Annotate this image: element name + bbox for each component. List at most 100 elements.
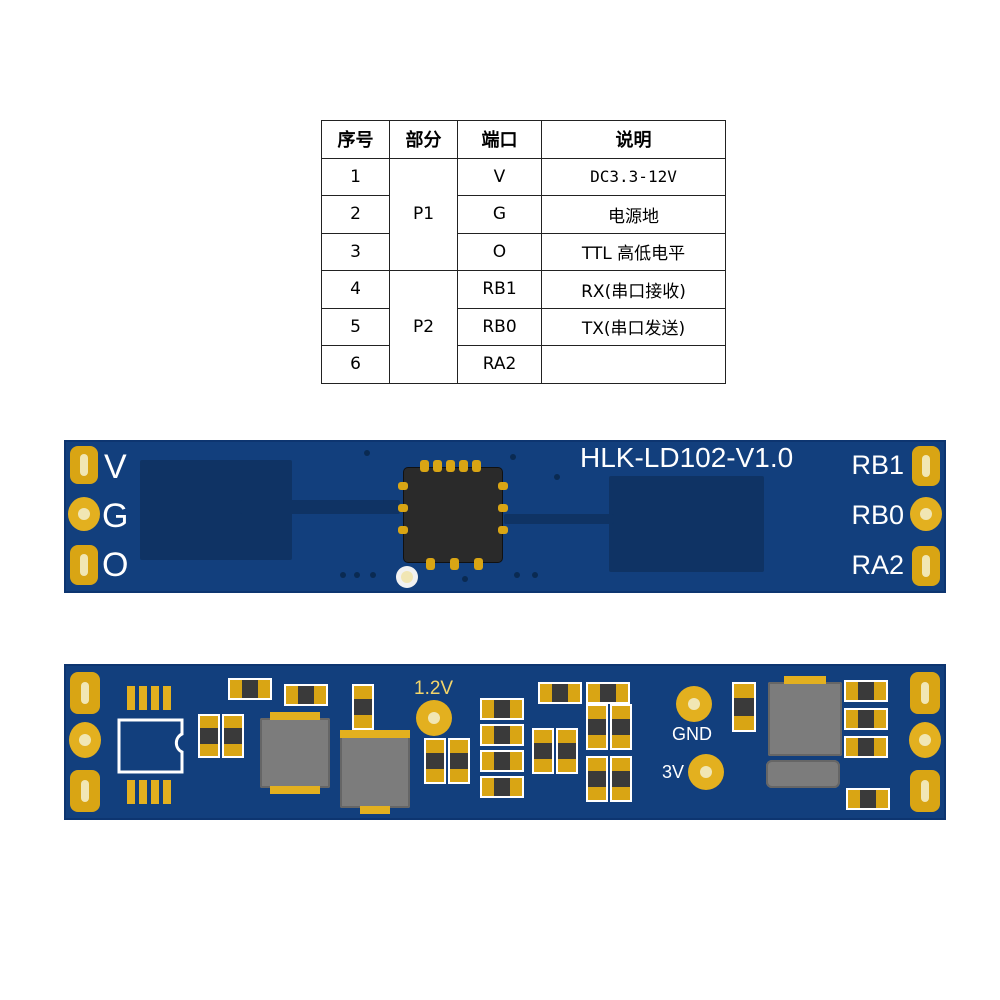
cell-port: V (457, 157, 542, 196)
cell-desc: DC3.3-12V (541, 157, 726, 196)
header-index: 序号 (321, 120, 390, 159)
pin-table: 序号 部分 端口 说明 1 P1 V DC3.3-12V 2 G 电源地 3 O… (321, 120, 726, 384)
smd-component (480, 698, 524, 720)
chip-lead (472, 460, 481, 472)
pin-pad (69, 722, 101, 758)
pin-label-rb0: RB0 (851, 500, 904, 530)
smd-component (480, 724, 524, 746)
antenna-trace-left (240, 500, 400, 514)
radar-chip (404, 468, 502, 562)
table-row: 6 RA2 (321, 345, 726, 384)
pin-pad (70, 770, 100, 812)
smd-component (538, 682, 582, 704)
smd-component (480, 750, 524, 772)
testpoint-gnd (676, 686, 712, 722)
pin-pad (909, 722, 941, 758)
cell-port: RA2 (457, 345, 542, 384)
chip-lead (498, 526, 508, 534)
table-header-row: 序号 部分 端口 说明 (321, 120, 726, 159)
pin-pad-g (68, 497, 100, 531)
smd-component (844, 736, 888, 758)
pin-pad (910, 770, 940, 812)
table-row: 2 G 电源地 (321, 195, 726, 234)
cell-port: G (457, 195, 542, 234)
smd-component (424, 738, 446, 784)
smd-component (732, 682, 756, 732)
pin-pad-o (70, 545, 98, 585)
pin-pad-rb0 (910, 497, 942, 531)
smd-component (586, 704, 608, 750)
cell-index: 3 (321, 232, 390, 271)
smd-component (480, 776, 524, 798)
smd-component (586, 682, 630, 704)
via (354, 572, 360, 578)
smd-component (556, 728, 578, 774)
smd-component (222, 714, 244, 758)
pin-label-rb1: RB1 (851, 450, 904, 480)
smd-component (532, 728, 554, 774)
cell-desc (541, 345, 726, 384)
pin-label-ra2: RA2 (851, 550, 904, 580)
pin-pad-ra2 (912, 546, 940, 586)
cell-index: 6 (321, 345, 390, 384)
capacitor (766, 760, 840, 788)
pin-pad (70, 672, 100, 714)
chip-lead (433, 460, 442, 472)
cell-index: 5 (321, 307, 390, 346)
header-part: 部分 (389, 120, 458, 159)
table-row: 4 P2 RB1 RX(串口接收) (321, 270, 726, 384)
pin-pad-v (70, 446, 98, 484)
testpoint-3v (688, 754, 724, 790)
antenna-patch-right (609, 476, 764, 572)
via (364, 450, 370, 456)
cell-port: RB1 (457, 270, 542, 309)
table-row: 1 P1 V DC3.3-12V (321, 157, 726, 271)
chip-lead (498, 504, 508, 512)
cell-index: 1 (321, 157, 390, 196)
chip-lead (446, 460, 455, 472)
chip-lead (450, 558, 459, 570)
chip-lead (498, 482, 508, 490)
via (370, 572, 376, 578)
cell-part: P2 (389, 270, 458, 384)
via (532, 572, 538, 578)
inductor (340, 730, 410, 814)
via (554, 474, 560, 480)
table-row: 5 RB0 TX(串口发送) (321, 307, 726, 346)
smd-component (610, 704, 632, 750)
via (514, 572, 520, 578)
sop8-footprint (117, 686, 184, 804)
pin-pad-rb1 (912, 446, 940, 486)
cell-desc: TX(串口发送) (541, 307, 726, 346)
cell-port: O (457, 232, 542, 271)
pin-pad (910, 672, 940, 714)
via (340, 572, 346, 578)
smd-component (198, 714, 220, 758)
table-row: 3 O TTL 高低电平 (321, 232, 726, 271)
antenna-trace-right (504, 514, 614, 524)
cell-part: P1 (389, 157, 458, 271)
cell-desc: 电源地 (541, 195, 726, 234)
inductor (768, 676, 842, 756)
smd-component (846, 788, 890, 810)
via (510, 454, 516, 460)
smd-component (844, 708, 888, 730)
via (462, 576, 468, 582)
cell-index: 2 (321, 195, 390, 234)
smd-component (284, 684, 328, 706)
chip-lead (459, 460, 468, 472)
pin-label-v: V (104, 448, 127, 486)
header-desc: 说明 (541, 120, 726, 159)
testpoint-1-2v (416, 700, 452, 736)
cell-index: 4 (321, 270, 390, 309)
chip-lead (398, 526, 408, 534)
pin-label-g: G (102, 497, 129, 535)
chip-lead (474, 558, 483, 570)
smd-component (844, 680, 888, 702)
chip-lead (420, 460, 429, 472)
smd-component (586, 756, 608, 802)
board-title: HLK-LD102-V1.0 (580, 442, 794, 473)
smd-component (610, 756, 632, 802)
pin-label-o: O (102, 546, 129, 584)
